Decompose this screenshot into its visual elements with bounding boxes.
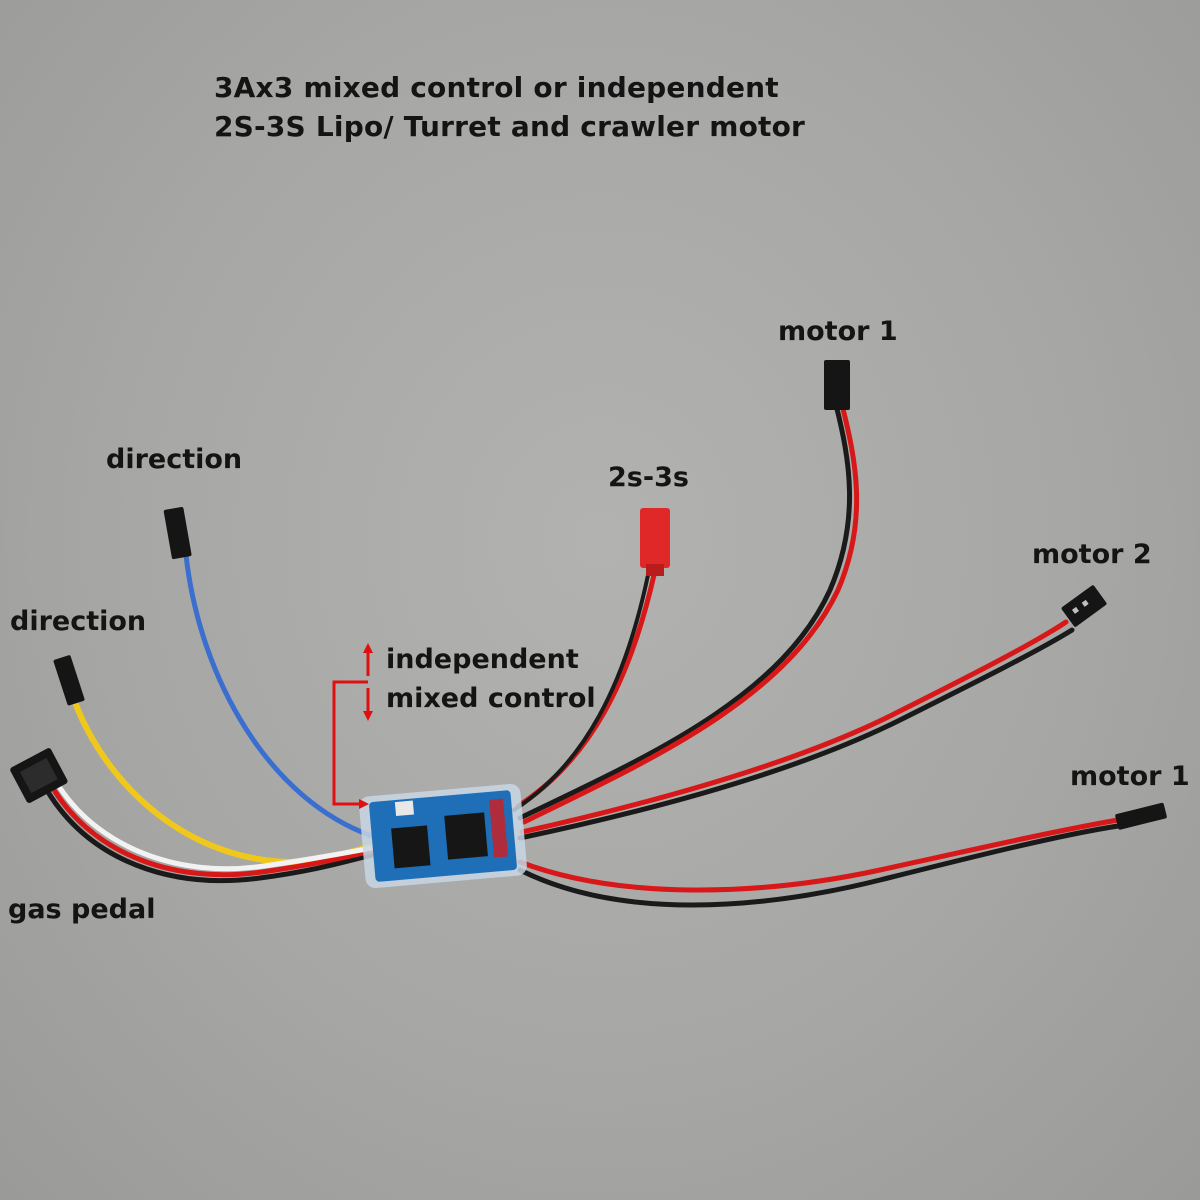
motor-1-bottom-connector — [1115, 802, 1167, 830]
motor-1-top-connector — [824, 360, 850, 410]
label-mode-independent: independent — [386, 644, 579, 675]
motor-1-top-wire — [517, 402, 860, 825]
direction-lower-connector — [53, 655, 85, 706]
battery-connector-neck — [646, 564, 664, 576]
motor-2-connector — [1061, 585, 1107, 627]
motor-1-bottom-wire — [517, 817, 1121, 908]
direction-lower-wire — [73, 702, 375, 866]
controller-board — [359, 783, 527, 889]
label-motor-2: motor 2 — [1032, 539, 1152, 570]
gas-pedal-connector — [10, 748, 68, 803]
label-mode-mixed: mixed control — [386, 683, 596, 714]
gas-pedal-wire — [45, 785, 375, 883]
direction-upper-connector — [163, 506, 192, 560]
battery-wire — [512, 572, 657, 812]
heading-line-2: 2S-3S Lipo/ Turret and crawler motor — [214, 110, 806, 143]
battery-connector — [640, 508, 670, 568]
label-gas-pedal: gas pedal — [8, 894, 156, 925]
heading-line-1: 3Ax3 mixed control or independent — [214, 71, 779, 104]
mode-jumper-arrow — [332, 643, 373, 809]
label-battery: 2s-3s — [608, 462, 689, 493]
motor-2-wire — [517, 619, 1075, 841]
label-direction-lower: direction — [10, 606, 147, 637]
label-motor-1-bottom: motor 1 — [1070, 761, 1190, 792]
label-motor-1-top: motor 1 — [778, 316, 898, 347]
label-direction-upper: direction — [106, 444, 243, 475]
direction-upper-wire — [183, 552, 375, 839]
